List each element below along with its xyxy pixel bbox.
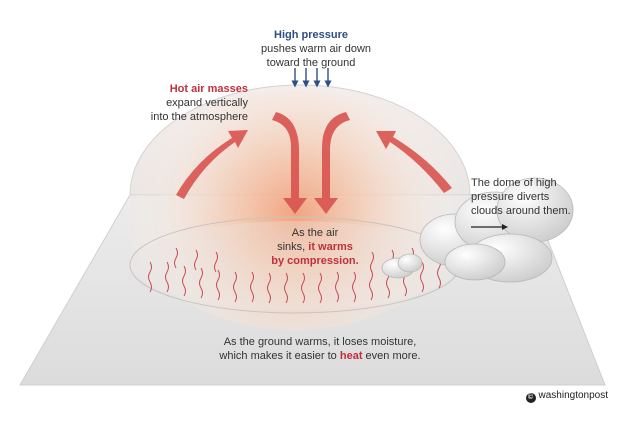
- pressure-arrows: [291, 68, 332, 88]
- ground-line-2b: heat: [339, 350, 363, 362]
- hot-air-title: Hot air masses: [169, 83, 248, 95]
- cloud-large: [419, 177, 574, 283]
- compression-line-2b: it warms: [308, 241, 353, 253]
- ground-label: As the ground warms, it loses moisture, …: [205, 335, 435, 363]
- ground-line-2c: even more.: [362, 350, 421, 362]
- washington-post-logo-icon: ©: [525, 393, 536, 403]
- dome-diverts-label: The dome of high pressure diverts clouds…: [471, 176, 571, 218]
- high-pressure-line-2: toward the ground: [266, 57, 356, 69]
- hot-air-label: Hot air masses expand vertically into th…: [140, 82, 248, 124]
- airflow-arrows: [176, 112, 452, 214]
- cloud-small: [381, 253, 423, 279]
- compression-line-1: As the air: [291, 227, 339, 239]
- dome-line-2: pressure diverts: [471, 191, 550, 203]
- compression-label: As the air sinks, it warms by compressio…: [255, 226, 375, 268]
- credit-text: washingtonpost: [538, 390, 609, 401]
- high-pressure-line-1: pushes warm air down: [261, 43, 372, 55]
- ground-line-2a: which makes it easier to: [219, 350, 340, 362]
- compression-line-2a: sinks,: [277, 241, 309, 253]
- hot-air-line-1: expand vertically: [166, 97, 248, 109]
- compression-line-3: by compression.: [271, 255, 359, 267]
- hot-air-line-2: into the atmosphere: [150, 111, 248, 123]
- credit: ©washingtonpost: [525, 390, 609, 403]
- high-pressure-label: High pressure pushes warm air down towar…: [261, 28, 371, 70]
- high-pressure-title: High pressure: [274, 29, 348, 41]
- ground-line-1: As the ground warms, it loses moisture,: [223, 336, 417, 348]
- dome-line-1: The dome of high: [471, 177, 557, 189]
- dome-line-3: clouds around them.: [471, 205, 571, 217]
